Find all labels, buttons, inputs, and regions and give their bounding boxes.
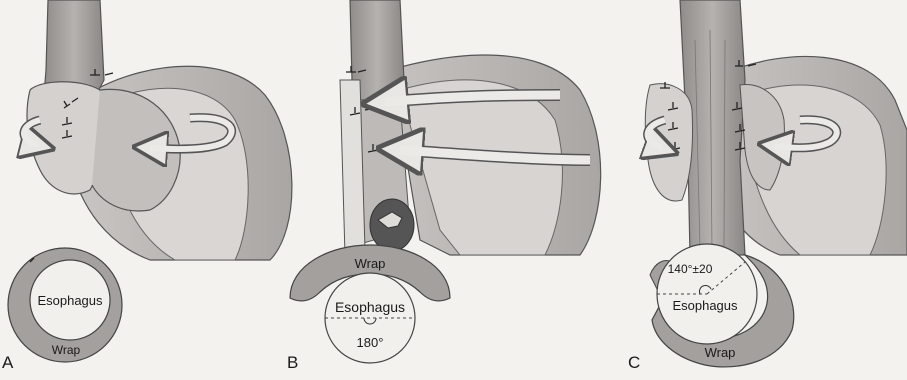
panel-b-angle-label: 180° [357, 335, 384, 350]
panel-c: 140°±20 Esophagus Wrap C [628, 0, 907, 372]
panel-a-cross-section: Esophagus Wrap [8, 248, 122, 362]
panel-b-wrap-label: Wrap [355, 256, 386, 271]
panel-b: Wrap Esophagus 180° B [287, 0, 601, 372]
panel-a-esophagus-label: Esophagus [37, 293, 103, 308]
panel-c-wrap-label: Wrap [705, 345, 736, 360]
panel-c-esophagus-label: Esophagus [672, 298, 738, 313]
panel-b-cross-section: Wrap Esophagus 180° [290, 245, 450, 363]
panel-a-esophagus [44, 0, 104, 95]
panel-b-letter: B [287, 353, 298, 372]
panel-c-angle-label: 140°±20 [668, 262, 713, 276]
panel-c-letter: C [628, 353, 640, 372]
panel-c-cross-section: 140°±20 Esophagus Wrap [650, 244, 794, 367]
panel-b-esophagus-label: Esophagus [335, 299, 405, 315]
panel-a: Esophagus Wrap A [2, 0, 292, 372]
panel-a-wrap-label: Wrap [52, 343, 81, 357]
panel-a-letter: A [2, 353, 14, 372]
